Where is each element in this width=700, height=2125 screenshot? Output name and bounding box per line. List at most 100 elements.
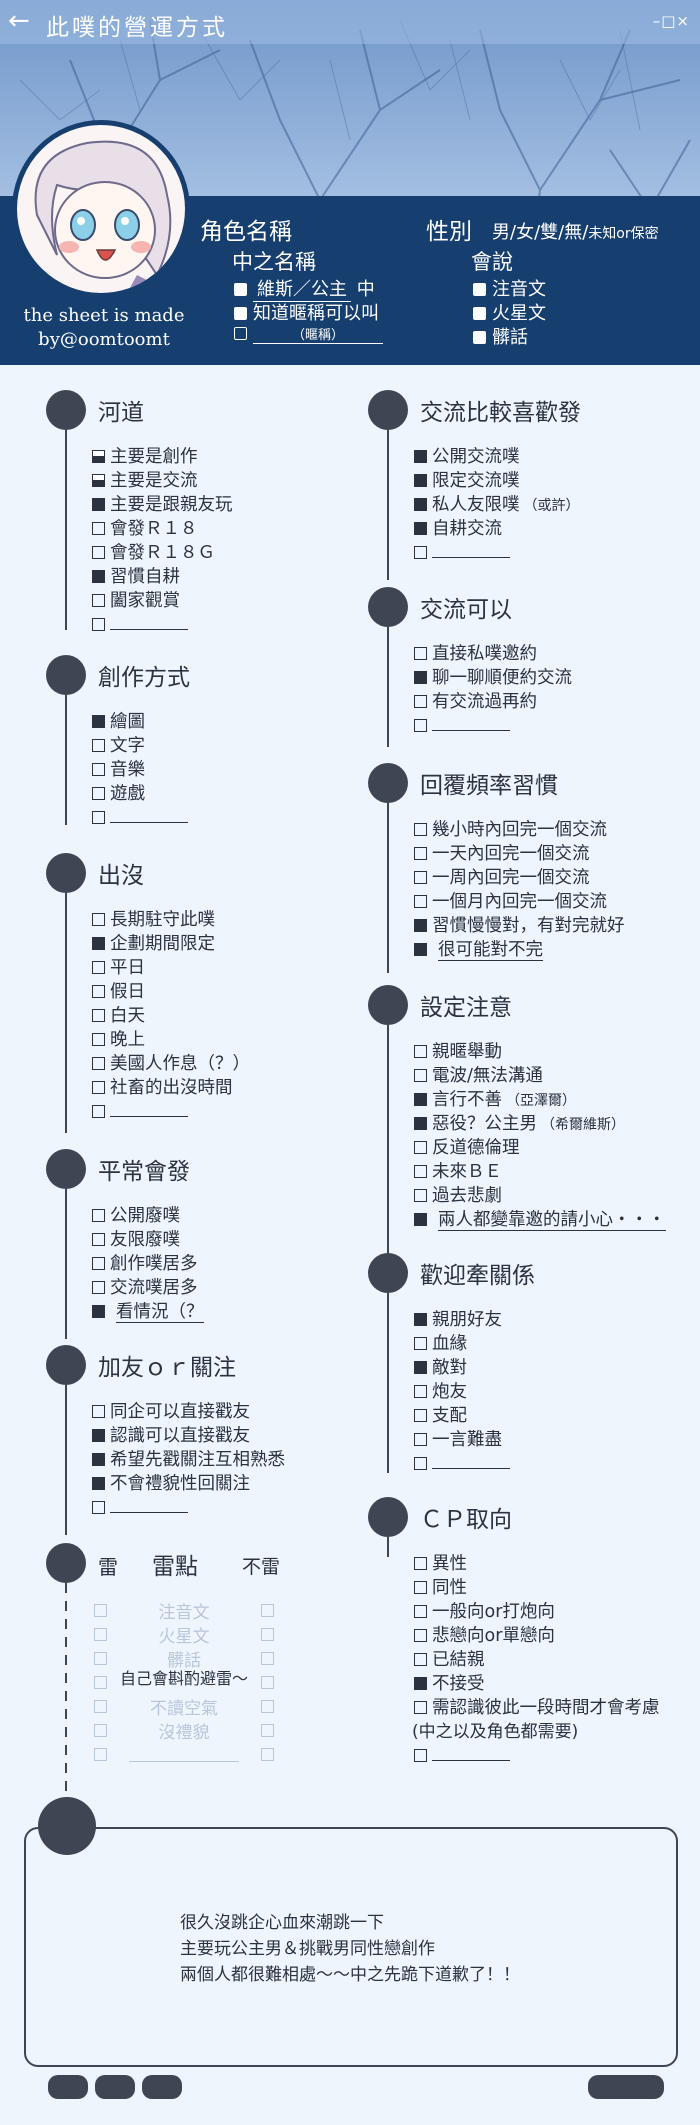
checkbox-icon[interactable] (414, 943, 427, 956)
checkbox-icon[interactable] (414, 919, 427, 932)
checklist-item[interactable]: 已結親 (414, 1648, 660, 1672)
checklist-item[interactable]: 私人友限噗（或許） (414, 493, 580, 517)
checkbox-icon[interactable] (92, 1033, 105, 1046)
checkbox-icon[interactable] (92, 498, 105, 511)
checkbox-icon[interactable] (92, 522, 105, 535)
checkbox-icon[interactable] (92, 1453, 105, 1466)
checkbox-icon[interactable] (92, 1081, 105, 1094)
nickname-ok-row[interactable]: 知道暱稱可以叫 (234, 299, 379, 325)
checklist-item[interactable]: 自耕交流 (414, 517, 580, 541)
checkbox-icon[interactable] (414, 1141, 427, 1154)
checklist-item[interactable]: 幾小時內回完一個交流 (414, 818, 625, 842)
checklist-item[interactable]: 主要是交流 (92, 469, 233, 493)
checkbox-icon[interactable] (92, 594, 105, 607)
checkbox-icon[interactable] (414, 1213, 427, 1226)
lei-checkbox-icon[interactable] (94, 1723, 107, 1737)
checkbox-icon[interactable] (414, 1629, 427, 1642)
checklist-item[interactable]: 闔家觀賞 (92, 589, 233, 613)
checkbox-icon[interactable] (92, 546, 105, 559)
checkbox-icon[interactable] (414, 450, 427, 463)
checkbox-icon[interactable] (414, 522, 427, 535)
checkbox-icon[interactable] (414, 1581, 427, 1594)
not-lei-checkbox-icon[interactable] (261, 1651, 274, 1665)
checklist-item[interactable]: 不接受 (414, 1672, 660, 1696)
checklist-item[interactable]: 過去悲劇 (414, 1184, 666, 1208)
checklist-item[interactable]: 企劃期間限定 (92, 932, 250, 956)
checkbox-icon[interactable] (92, 1257, 105, 1270)
not-lei-checkbox-icon[interactable] (261, 1747, 274, 1761)
checkbox-icon[interactable] (414, 1189, 427, 1202)
checkbox-icon[interactable] (92, 913, 105, 926)
checklist-item[interactable]: 主要是跟親友玩 (92, 493, 233, 517)
not-lei-checkbox-icon[interactable] (261, 1699, 274, 1713)
lang-zhuyin[interactable]: 注音文 (473, 275, 546, 301)
checkbox-icon[interactable] (414, 1749, 427, 1762)
checklist-item[interactable]: 交流噗居多 (92, 1276, 204, 1300)
checklist-item[interactable] (92, 1496, 285, 1520)
checklist-item[interactable]: 主要是創作 (92, 445, 233, 469)
checkbox-icon[interactable] (414, 871, 427, 884)
window-controls[interactable]: –□× (652, 12, 690, 30)
checklist-item[interactable]: 假日 (92, 980, 250, 1004)
checkbox-icon[interactable] (414, 1457, 427, 1470)
checkbox-icon[interactable] (414, 895, 427, 908)
checklist-item[interactable] (92, 1100, 250, 1124)
checklist-item[interactable]: 長期駐守此噗 (92, 908, 250, 932)
checklist-item[interactable]: 很可能對不完 (414, 938, 625, 962)
checkbox-icon[interactable] (92, 1477, 105, 1490)
checkbox-icon[interactable] (414, 847, 427, 860)
not-lei-checkbox-icon[interactable] (261, 1675, 274, 1689)
checkbox-icon[interactable] (414, 1069, 427, 1082)
checklist-item[interactable]: 遊戲 (92, 782, 188, 806)
lei-checkbox-icon[interactable] (94, 1699, 107, 1713)
checklist-item[interactable]: 未來ＢＥ (414, 1160, 666, 1184)
checklist-item[interactable]: 會發Ｒ１８ (92, 517, 233, 541)
checkbox-icon[interactable] (92, 1281, 105, 1294)
checkbox-icon[interactable] (414, 1093, 427, 1106)
checklist-item[interactable]: 需認識彼此一段時間才會考慮 (414, 1696, 660, 1720)
lei-checkbox-icon[interactable] (94, 1651, 107, 1665)
lei-checkbox-icon[interactable] (94, 1747, 107, 1761)
checkbox-icon[interactable] (414, 1165, 427, 1178)
checkbox-icon[interactable] (414, 1045, 427, 1058)
checkbox-icon[interactable] (414, 1117, 427, 1130)
blank-line[interactable] (110, 1103, 188, 1117)
blank-line[interactable] (110, 809, 188, 823)
checklist-item[interactable]: 晚上 (92, 1028, 250, 1052)
checklist-item[interactable] (92, 613, 233, 637)
checklist-item[interactable]: 同企可以直接戳友 (92, 1400, 285, 1424)
checkbox-icon[interactable] (414, 1337, 427, 1350)
checkbox-icon[interactable] (92, 1105, 105, 1118)
checkbox-icon[interactable] (414, 1605, 427, 1618)
checklist-item[interactable]: 友限廢噗 (92, 1228, 204, 1252)
checklist-item[interactable]: 血緣 (414, 1332, 510, 1356)
footer-button-4[interactable] (588, 2075, 664, 2099)
checkbox-icon[interactable] (92, 1233, 105, 1246)
checklist-item[interactable]: 有交流過再約 (414, 690, 572, 714)
checklist-item[interactable]: 兩人都變靠邀的請小心・・・ (414, 1208, 666, 1232)
checklist-item[interactable]: 親暱舉動 (414, 1040, 666, 1064)
checklist-item[interactable] (92, 806, 188, 830)
checkbox-icon[interactable] (414, 1677, 427, 1690)
checklist-item[interactable]: 一周內回完一個交流 (414, 866, 625, 890)
checkbox-icon[interactable] (92, 1405, 105, 1418)
checklist-item[interactable]: 悲戀向or單戀向 (414, 1624, 660, 1648)
checkbox-icon[interactable] (92, 1501, 105, 1514)
checklist-item[interactable]: 一天內回完一個交流 (414, 842, 625, 866)
checklist-item[interactable]: 同性 (414, 1576, 660, 1600)
checklist-item[interactable]: 反道德倫理 (414, 1136, 666, 1160)
not-lei-checkbox-icon[interactable] (261, 1627, 274, 1641)
checklist-item[interactable]: 言行不善（亞澤爾） (414, 1088, 666, 1112)
checkbox-icon[interactable] (92, 1209, 105, 1222)
checkbox-icon[interactable] (414, 1361, 427, 1374)
checkbox-icon[interactable] (414, 823, 427, 836)
checkbox-icon[interactable] (414, 1313, 427, 1326)
back-arrow-icon[interactable]: ← (8, 6, 30, 36)
checklist-item[interactable]: 音樂 (92, 758, 188, 782)
checkbox-icon[interactable] (92, 937, 105, 950)
checklist-item[interactable]: 繪圖 (92, 710, 188, 734)
checkbox-icon[interactable] (414, 1701, 427, 1714)
checkbox-icon[interactable] (414, 474, 427, 487)
lei-checkbox-icon[interactable] (94, 1603, 107, 1617)
checklist-item[interactable]: 白天 (92, 1004, 250, 1028)
